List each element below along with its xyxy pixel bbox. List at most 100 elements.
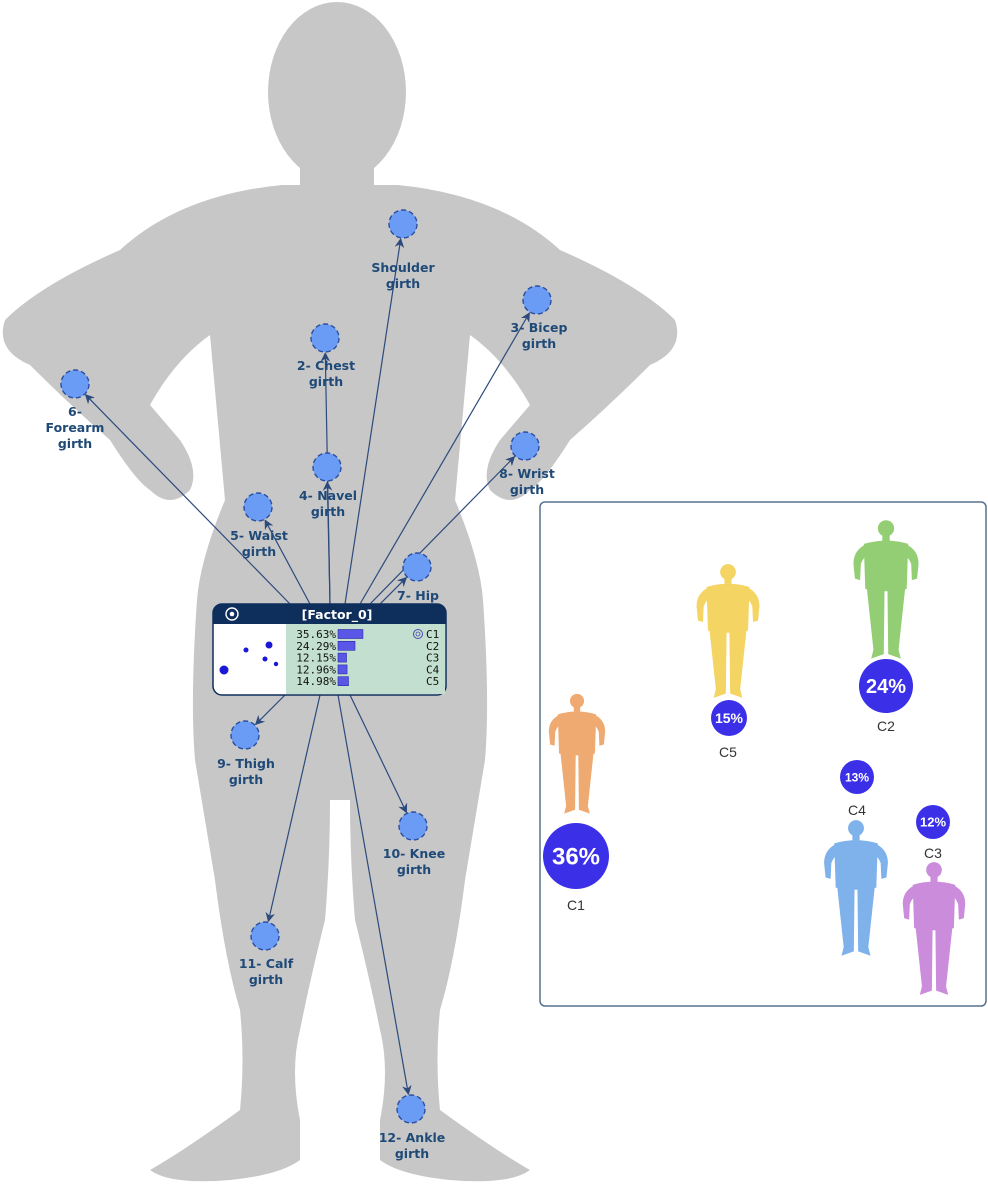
cluster-c4: 13% C4 bbox=[824, 760, 888, 956]
node-circle[interactable] bbox=[510, 431, 540, 461]
cluster-percent-badge: 24% bbox=[859, 659, 913, 713]
link-to-thigh bbox=[254, 694, 286, 726]
target-icon bbox=[225, 607, 239, 621]
node-label: Forearm bbox=[46, 420, 105, 435]
cluster-percent-text: 12% bbox=[920, 815, 946, 830]
node-circle[interactable] bbox=[522, 285, 552, 315]
cluster-percent-text: 13% bbox=[845, 770, 869, 784]
node-circle[interactable] bbox=[396, 1094, 426, 1124]
cluster-name-label: C1 bbox=[567, 897, 585, 913]
node-label: 11- Calf bbox=[239, 956, 294, 971]
factor-row-bar bbox=[337, 629, 364, 639]
node-label: 10- Knee bbox=[383, 846, 445, 861]
link-to-waist bbox=[264, 519, 311, 605]
node-label: girth bbox=[510, 482, 544, 497]
link-to-calf bbox=[265, 694, 321, 923]
factor-row-bar bbox=[337, 640, 356, 651]
cluster-name-label: C2 bbox=[877, 718, 895, 734]
factor-row-bar bbox=[337, 676, 349, 687]
factor-row-percent: 24.29% bbox=[296, 640, 336, 653]
factor-row-label: C5 bbox=[426, 675, 439, 688]
cluster-percent-text: 15% bbox=[715, 710, 744, 726]
link-to-wrist bbox=[369, 456, 516, 605]
node-label: 3- Bicep bbox=[511, 320, 568, 335]
node-circle[interactable] bbox=[230, 720, 260, 750]
node-label: girth bbox=[395, 1146, 429, 1161]
link-to-ankle bbox=[337, 694, 412, 1096]
cluster-name-label: C4 bbox=[848, 802, 866, 818]
factor-row-percent: 12.96% bbox=[296, 663, 336, 676]
factor-header bbox=[213, 604, 446, 624]
cluster-percent-text: 24% bbox=[866, 676, 906, 698]
node-label: girth bbox=[58, 436, 92, 451]
factor-row-percent: 35.63% bbox=[296, 628, 336, 641]
cluster-c3: 12% C3 bbox=[902, 805, 966, 995]
node-label: 6- bbox=[68, 404, 82, 419]
cluster-c1: 36% C1 bbox=[543, 693, 609, 913]
link-to-shoulder bbox=[344, 237, 405, 605]
factor-row-bar bbox=[337, 652, 347, 663]
node-circle[interactable] bbox=[243, 492, 273, 522]
link-to-bicep bbox=[359, 312, 530, 605]
factor-row-percent: 12.15% bbox=[296, 652, 336, 665]
factor-row-c5: 14.98% C5 bbox=[296, 675, 439, 688]
factor-row-label: C1 bbox=[426, 628, 439, 641]
cluster-name-label: C5 bbox=[719, 744, 737, 760]
node-label: 9- Thigh bbox=[217, 756, 275, 771]
factor-row-bar bbox=[337, 664, 348, 675]
node-label: girth bbox=[311, 504, 345, 519]
cluster-percent-badge: 12% bbox=[916, 805, 950, 839]
node-label: 7- Hip bbox=[397, 588, 439, 603]
factor-monitor[interactable]: [Factor_0] 35.63%C124.29%C212.15%C312.96… bbox=[212, 603, 447, 696]
factor-row-label: C3 bbox=[426, 652, 439, 665]
cluster-panel: 36% C1 15% C5 24% C2 13% C4 12% C3 bbox=[539, 501, 987, 1007]
factor-row-c4: 12.96%C4 bbox=[296, 663, 439, 676]
target-icon bbox=[413, 629, 423, 639]
cluster-c2: 24% C2 bbox=[853, 520, 919, 734]
link-to-hip bbox=[379, 576, 408, 605]
node-circle[interactable] bbox=[312, 452, 342, 482]
link-to-navel bbox=[322, 481, 333, 605]
node-label: 12- Ankle bbox=[379, 1130, 446, 1145]
node-label: 4- Navel bbox=[299, 488, 357, 503]
node-circle[interactable] bbox=[388, 209, 418, 239]
node-circle[interactable] bbox=[60, 369, 90, 399]
factor-scatter-thumbnail bbox=[219, 641, 279, 675]
factor-row-label: C2 bbox=[426, 640, 439, 653]
node-circle[interactable] bbox=[398, 811, 428, 841]
link-to-forearm bbox=[84, 394, 291, 605]
node-label: girth bbox=[309, 374, 343, 389]
cluster-c5: 15% C5 bbox=[696, 564, 760, 760]
node-circle[interactable] bbox=[402, 552, 432, 582]
node-label: 5- Waist bbox=[230, 528, 288, 543]
cluster-name-label: C3 bbox=[924, 845, 942, 861]
node-label: girth bbox=[249, 972, 283, 987]
node-label: girth bbox=[397, 862, 431, 877]
node-circle[interactable] bbox=[310, 323, 340, 353]
node-label: 8- Wrist bbox=[499, 466, 555, 481]
cluster-percent-badge: 15% bbox=[711, 700, 747, 736]
factor-title: [Factor_0] bbox=[302, 607, 373, 623]
factor-row-c3: 12.15% C3 bbox=[296, 652, 439, 665]
factor-row-percent: 14.98% bbox=[296, 675, 336, 688]
node-hip[interactable]: 7- Hip bbox=[397, 552, 439, 603]
node-label: girth bbox=[386, 276, 420, 291]
network-links bbox=[84, 237, 530, 1096]
node-label: girth bbox=[522, 336, 556, 351]
cluster-percent-badge: 36% bbox=[543, 823, 609, 889]
node-circle[interactable] bbox=[250, 921, 280, 951]
